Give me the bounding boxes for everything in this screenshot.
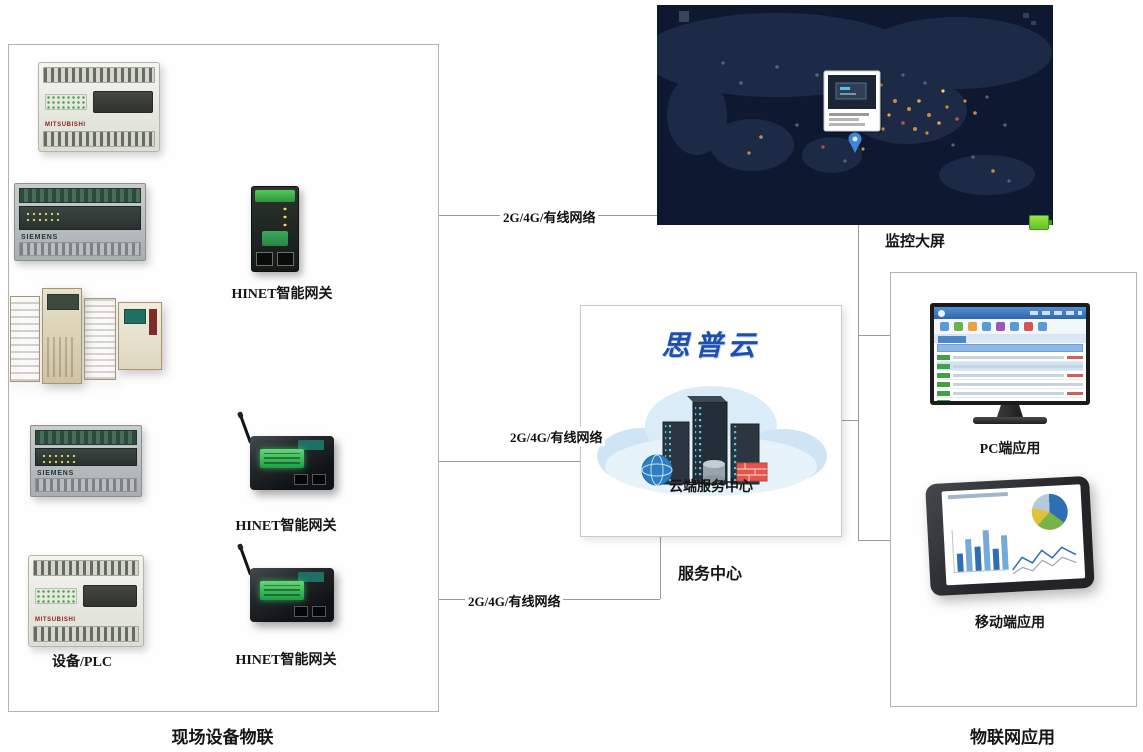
front-panel	[19, 206, 141, 230]
gateway3-caption: HINET智能网关	[235, 653, 337, 668]
led-column	[280, 205, 290, 229]
io-panel	[83, 584, 137, 607]
app-logo	[938, 309, 945, 317]
plc-module	[10, 296, 41, 382]
led-grid	[35, 587, 77, 604]
gateway-top-cap	[255, 190, 295, 202]
app-table	[934, 343, 1086, 401]
table-row	[937, 398, 1083, 401]
plc-module	[118, 302, 163, 370]
app-tabs	[934, 335, 1086, 343]
hinet-gateway-2	[238, 414, 334, 490]
io-panel	[93, 90, 153, 113]
app-header-bar	[934, 307, 1086, 319]
cloud-servers-graphic	[597, 386, 827, 496]
brand-label: SIEMENS	[37, 470, 75, 477]
table-row	[937, 371, 1083, 380]
connector-line-gateway2-service	[334, 461, 580, 462]
gateway-sticker	[262, 231, 288, 246]
hinet-gateway-1	[251, 186, 299, 272]
gateway-body	[250, 436, 334, 490]
ethernet-ports	[294, 474, 326, 485]
bar-chart	[951, 527, 1009, 573]
plc-siemens-top: SIEMENS	[14, 183, 146, 261]
led-grid	[41, 453, 75, 465]
monitoring-map	[657, 5, 1053, 225]
map-pin	[848, 132, 862, 153]
service-center-caption: 服务中心	[677, 566, 742, 583]
table-row	[937, 362, 1083, 371]
gateway1-caption: HINET智能网关	[231, 287, 333, 302]
pc-monitor	[930, 303, 1090, 424]
table-row	[937, 380, 1083, 389]
table-row	[937, 389, 1083, 398]
app-menu	[1030, 311, 1082, 315]
status-display	[260, 581, 304, 600]
service-center-box: 思普云	[580, 305, 842, 537]
front-panel	[35, 448, 137, 466]
terminal-strip	[19, 188, 141, 203]
connector-line-gateway1-map	[299, 215, 657, 216]
left-panel-title: 现场设备物联	[171, 728, 274, 747]
tablet-device	[925, 475, 1095, 598]
line-chart	[1012, 546, 1077, 575]
brand-label: SIEMENS	[21, 234, 59, 241]
monitor-wall-caption: 监控大屏	[884, 234, 945, 250]
pc-app-caption: PC端应用	[979, 442, 1041, 457]
led-grid	[45, 93, 87, 110]
plc-mitsubishi-top: MITSUBISHI	[38, 62, 160, 152]
plc-legacy-cluster	[10, 288, 163, 385]
led-grid	[25, 211, 59, 223]
monitor-stand	[997, 405, 1023, 417]
plc-siemens-bottom: SIEMENS	[30, 425, 142, 497]
ethernet-ports	[256, 252, 294, 268]
gateway2-caption: HINET智能网关	[235, 519, 337, 534]
network-label-2: 2G/4G/有线网络	[507, 427, 606, 446]
map-popup	[823, 70, 882, 133]
battery-icon	[1029, 215, 1052, 230]
brand-label: MITSUBISHI	[45, 121, 86, 128]
app-toolbar	[934, 319, 1086, 335]
monitor-base	[973, 417, 1047, 424]
brand-label: MITSUBISHI	[35, 616, 76, 623]
connector-line	[840, 420, 858, 421]
pie-chart	[1030, 492, 1069, 531]
table-header	[937, 344, 1083, 352]
mobile-app-caption: 移动端应用	[975, 616, 1045, 631]
tablet-screen	[941, 484, 1086, 586]
dashboard-title-bar	[947, 492, 1008, 500]
terminal-strip	[43, 67, 155, 83]
gateway-sticker	[298, 440, 324, 450]
terminal-strip	[33, 626, 139, 642]
table-row	[937, 353, 1083, 362]
gateway-sticker	[298, 572, 324, 582]
status-display	[260, 449, 304, 468]
terminal-strip	[19, 242, 141, 256]
connector-line-right-bus	[858, 225, 859, 540]
cloud-brand: 思普云	[661, 331, 761, 362]
terminal-strip	[35, 478, 137, 492]
terminal-strip	[35, 430, 137, 445]
gateway-body	[250, 568, 334, 622]
hinet-gateway-3	[238, 546, 334, 622]
connector-line	[660, 535, 661, 599]
tablet-frame	[925, 475, 1095, 597]
monitor-screen	[930, 303, 1090, 405]
cloud-caption: 云端服务中心	[669, 480, 753, 495]
terminal-strip	[43, 131, 155, 147]
devices-plc-caption: 设备/PLC	[52, 655, 112, 670]
network-label-1: 2G/4G/有线网络	[500, 207, 599, 226]
terminal-strip	[33, 560, 139, 576]
plc-module	[42, 288, 83, 384]
plc-module	[84, 298, 117, 380]
ethernet-ports	[294, 606, 326, 617]
network-label-3: 2G/4G/有线网络	[465, 591, 564, 610]
right-panel-title: 物联网应用	[970, 728, 1055, 747]
plc-mitsubishi-bottom: MITSUBISHI	[28, 555, 144, 647]
